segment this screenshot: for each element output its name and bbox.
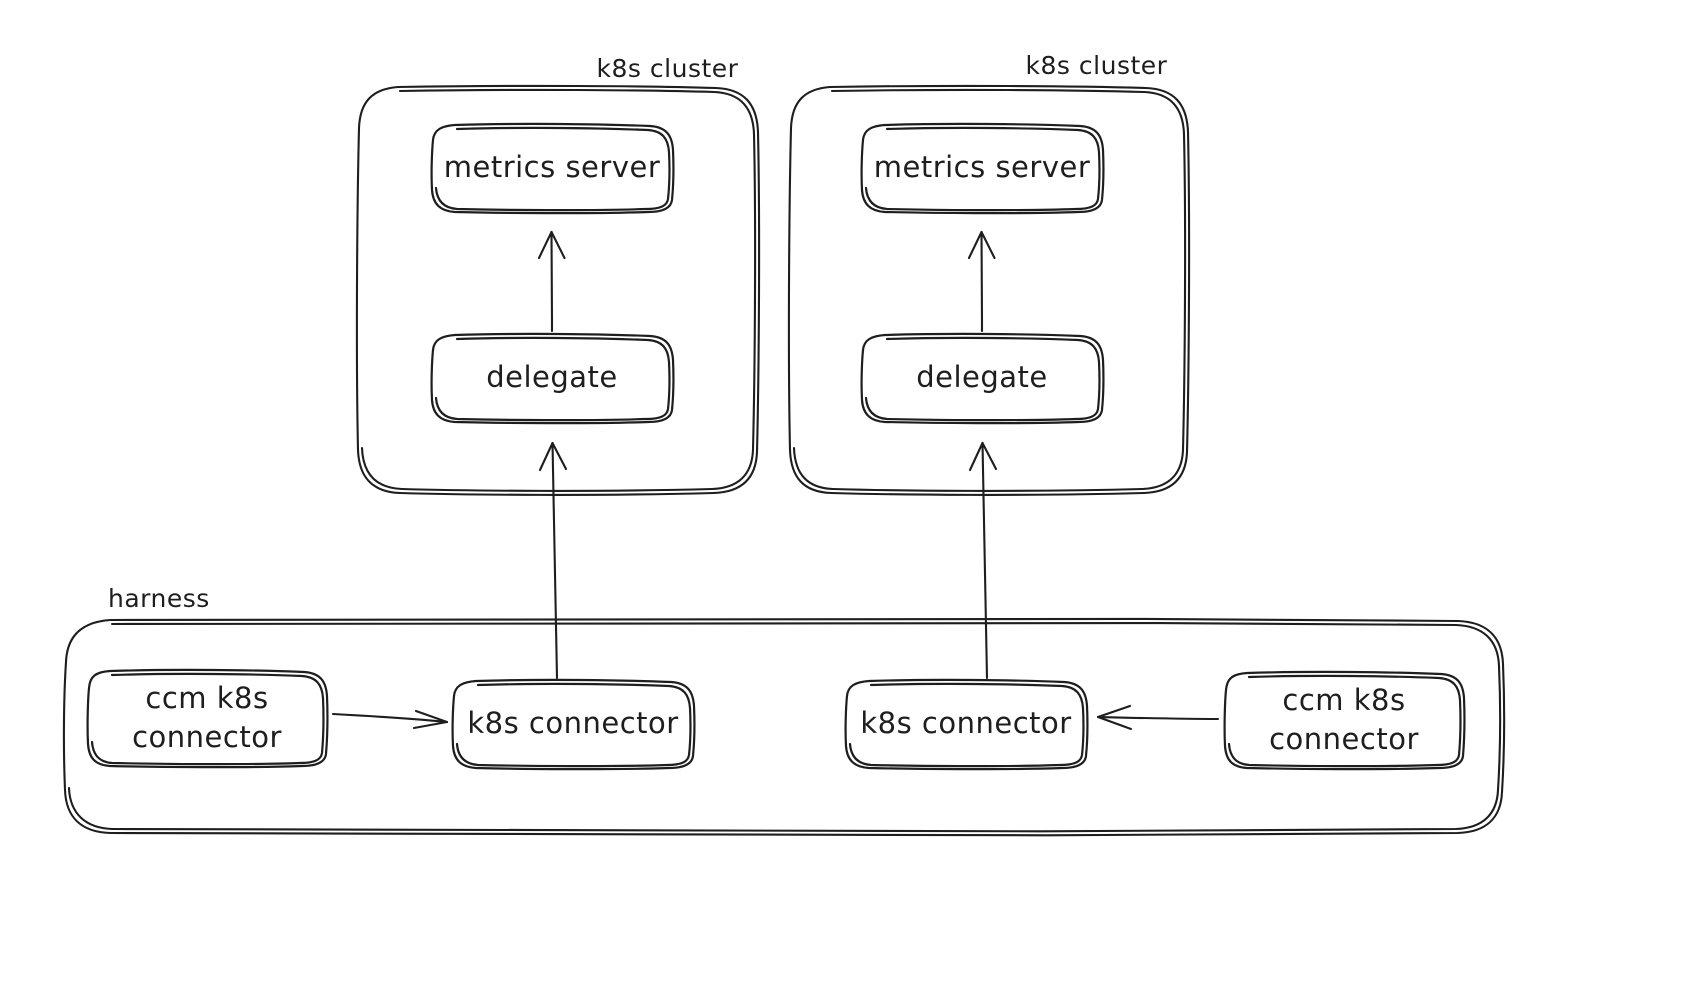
node-metrics-server-left[interactable]: metrics server xyxy=(432,124,672,212)
edge-delegate-to-metrics-left xyxy=(537,230,566,333)
node-k8s-connector-left-outline xyxy=(451,678,696,771)
node-label-metrics-server-left: metrics server xyxy=(443,150,661,185)
edge-delegate-to-metrics-right xyxy=(967,230,996,333)
node-metrics-server-left-outline xyxy=(430,122,675,215)
node-k8s-connector-left[interactable]: k8s connector xyxy=(452,680,694,768)
node-label-metrics-server-right: metrics server xyxy=(873,150,1091,185)
group-k8s-cluster-left-outline xyxy=(355,84,761,496)
group-label-harness: harness xyxy=(108,584,210,613)
node-label-ccm-k8s-connector-left-line1: ccm k8s xyxy=(145,680,269,715)
group-k8s-cluster-right-outline xyxy=(787,84,1191,496)
node-ccm-k8s-connector-left[interactable]: ccm k8s connector xyxy=(88,670,326,766)
node-delegate-right[interactable]: delegate xyxy=(862,334,1102,422)
edge-k8s-connector-to-delegate-right xyxy=(968,441,998,680)
edge-ccm-to-k8s-connector-right xyxy=(1096,704,1220,731)
group-label-k8s-cluster-left: k8s cluster xyxy=(596,54,739,83)
edge-k8s-connector-to-delegate-left xyxy=(538,441,568,680)
node-label-k8s-connector-left: k8s connector xyxy=(467,706,679,741)
node-delegate-left-outline xyxy=(430,332,675,425)
node-delegate-left[interactable]: delegate xyxy=(432,334,672,422)
node-metrics-server-right[interactable]: metrics server xyxy=(862,124,1102,212)
node-label-delegate-left: delegate xyxy=(486,360,618,395)
node-label-ccm-k8s-connector-right-line2: connector xyxy=(1269,722,1419,756)
node-k8s-connector-right[interactable]: k8s connector xyxy=(845,680,1087,768)
node-k8s-connector-right-outline xyxy=(844,678,1089,771)
node-label-ccm-k8s-connector-right-line1: ccm k8s xyxy=(1282,682,1406,717)
node-metrics-server-right-outline xyxy=(860,122,1105,215)
node-label-k8s-connector-right: k8s connector xyxy=(860,706,1072,741)
node-ccm-k8s-connector-left-outline xyxy=(86,668,329,769)
node-label-delegate-right: delegate xyxy=(916,360,1048,395)
node-ccm-k8s-connector-right[interactable]: ccm k8s connector xyxy=(1225,672,1463,768)
group-label-k8s-cluster-right: k8s cluster xyxy=(1025,51,1168,80)
node-label-ccm-k8s-connector-left-line2: connector xyxy=(132,720,282,754)
node-ccm-k8s-connector-right-outline xyxy=(1223,670,1466,771)
node-delegate-right-outline xyxy=(860,332,1105,425)
edge-ccm-to-k8s-connector-left xyxy=(331,709,449,730)
